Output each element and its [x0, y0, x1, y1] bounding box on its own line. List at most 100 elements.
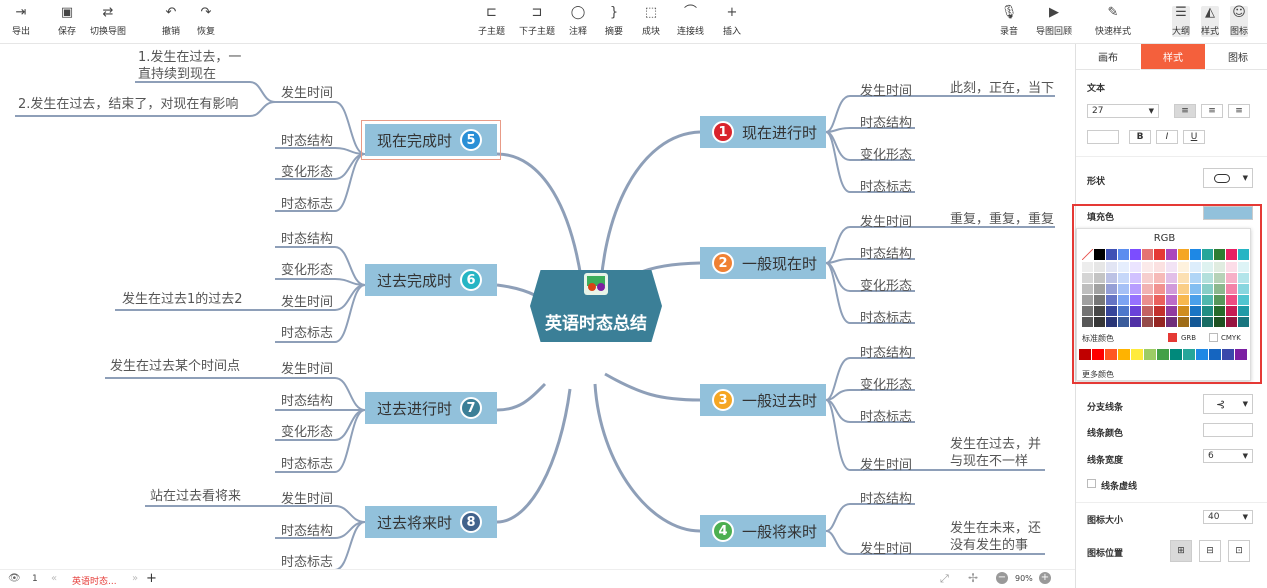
color-swatch[interactable] — [1190, 284, 1201, 294]
color-swatch[interactable] — [1238, 295, 1249, 305]
color-swatch[interactable] — [1094, 249, 1105, 260]
color-swatch[interactable] — [1178, 317, 1189, 327]
toolbar-button-replay[interactable]: ▶导图回顾 — [1036, 6, 1072, 38]
subtopic[interactable]: 时态标志 — [281, 555, 334, 570]
locate-icon[interactable]: ✢ — [968, 571, 979, 585]
color-swatch[interactable] — [1094, 262, 1105, 272]
line-width-select[interactable]: 6▼ — [1203, 449, 1253, 463]
document-tab[interactable]: 英语时态... — [72, 577, 117, 587]
color-swatch[interactable] — [1142, 306, 1153, 316]
color-swatch[interactable] — [1202, 273, 1213, 283]
tab-next-icon[interactable]: » — [132, 573, 139, 584]
color-swatch[interactable] — [1214, 306, 1225, 316]
color-swatch[interactable] — [1142, 317, 1153, 327]
color-swatch[interactable] — [1238, 249, 1249, 260]
icon-position-right-button[interactable]: ⊡ — [1228, 540, 1250, 562]
color-swatch[interactable] — [1142, 249, 1153, 260]
color-swatch[interactable] — [1238, 262, 1249, 272]
standard-color-swatch[interactable] — [1235, 349, 1247, 360]
subtopic[interactable]: 发生时间 — [860, 458, 913, 473]
color-swatch[interactable] — [1130, 284, 1141, 294]
color-swatch[interactable] — [1130, 317, 1141, 327]
subtopic[interactable]: 发生时间 — [281, 295, 334, 310]
subtopic[interactable]: 时态结构 — [281, 134, 334, 149]
color-swatch[interactable] — [1154, 249, 1165, 260]
color-swatch[interactable] — [1142, 284, 1153, 294]
toolbar-button-switch-map[interactable]: ⇄切换导图 — [90, 6, 126, 38]
zoom-out-icon[interactable]: − — [996, 572, 1008, 584]
subtopic[interactable]: 时态结构 — [281, 394, 334, 409]
color-swatch[interactable] — [1214, 295, 1225, 305]
toolbar-button-outline[interactable]: ☰大纲 — [1172, 6, 1191, 37]
color-swatch[interactable] — [1154, 284, 1165, 294]
toolbar-button-emoji[interactable]: ☺图标 — [1230, 6, 1249, 37]
color-swatch[interactable] — [1166, 249, 1177, 260]
subtopic[interactable]: 发生时间 — [860, 542, 913, 557]
subtopic[interactable]: 时态结构 — [281, 232, 334, 247]
toolbar-button-summary[interactable]: }摘要 — [605, 6, 623, 38]
color-swatch[interactable] — [1142, 273, 1153, 283]
toolbar-button-connect-line[interactable]: ⌒连接线 — [677, 6, 704, 38]
eye-icon[interactable]: 👁 — [8, 573, 21, 584]
color-swatch[interactable] — [1118, 249, 1129, 260]
color-swatch[interactable] — [1106, 295, 1117, 305]
color-swatch[interactable] — [1130, 262, 1141, 272]
color-swatch[interactable] — [1142, 295, 1153, 305]
color-swatch[interactable] — [1130, 306, 1141, 316]
color-swatch[interactable] — [1106, 306, 1117, 316]
subtopic[interactable]: 变化形态 — [860, 378, 913, 393]
tab-icons[interactable]: 图标 — [1206, 44, 1267, 70]
color-swatch[interactable] — [1202, 295, 1213, 305]
detail-topic[interactable]: 发生在过去，并与现在不一样 — [950, 437, 1042, 469]
subtopic[interactable]: 变化形态 — [281, 165, 334, 180]
color-swatch[interactable] — [1202, 249, 1213, 260]
icon-position-left-button[interactable]: ⊞ — [1170, 540, 1192, 562]
standard-color-swatch[interactable] — [1157, 349, 1169, 360]
italic-button[interactable]: I — [1156, 130, 1178, 144]
align-center-button[interactable]: ≡ — [1201, 104, 1223, 118]
color-swatch[interactable] — [1190, 273, 1201, 283]
subtopic[interactable]: 发生时间 — [281, 362, 334, 377]
color-swatch[interactable] — [1166, 317, 1177, 327]
color-swatch[interactable] — [1226, 262, 1237, 272]
color-swatch[interactable] — [1118, 317, 1129, 327]
align-left-button[interactable]: ≡ — [1174, 104, 1196, 118]
color-swatch[interactable] — [1130, 273, 1141, 283]
color-swatch[interactable] — [1106, 284, 1117, 294]
detail-topic[interactable]: 发生在过去某个时间点 — [110, 359, 241, 374]
color-swatch[interactable] — [1154, 262, 1165, 272]
color-swatch[interactable] — [1094, 295, 1105, 305]
branch-line-select[interactable]: ⊰▼ — [1203, 394, 1253, 414]
standard-color-swatch[interactable] — [1131, 349, 1143, 360]
subtopic[interactable]: 时态结构 — [860, 346, 913, 361]
subtopic[interactable]: 时态结构 — [860, 247, 913, 262]
color-swatch[interactable] — [1154, 273, 1165, 283]
detail-topic[interactable]: 发生在过去1的过去2 — [122, 292, 243, 307]
color-swatch[interactable] — [1154, 306, 1165, 316]
subtopic[interactable]: 变化形态 — [860, 148, 913, 163]
no-color-swatch[interactable] — [1082, 249, 1093, 260]
tab-prev-icon[interactable]: « — [51, 573, 58, 584]
color-swatch[interactable] — [1082, 317, 1093, 327]
color-swatch[interactable] — [1190, 295, 1201, 305]
color-swatch[interactable] — [1166, 295, 1177, 305]
toolbar-button-sub-subtopic[interactable]: ⊐下子主题 — [519, 6, 555, 38]
color-swatch[interactable] — [1190, 306, 1201, 316]
detail-topic[interactable]: 1.发生在过去，一直持续到现在 — [138, 50, 242, 82]
grb-checkbox[interactable] — [1168, 333, 1177, 342]
color-swatch[interactable] — [1202, 284, 1213, 294]
toolbar-button-save[interactable]: ▣保存 — [58, 6, 76, 38]
subtopic[interactable]: 时态结构 — [860, 492, 913, 507]
color-swatch[interactable] — [1238, 273, 1249, 283]
color-swatch[interactable] — [1094, 317, 1105, 327]
more-colors-link[interactable]: 更多颜色 — [1082, 370, 1114, 379]
color-swatch[interactable] — [1082, 273, 1093, 283]
color-swatch[interactable] — [1106, 273, 1117, 283]
color-swatch[interactable] — [1178, 306, 1189, 316]
subtopic[interactable]: 时态标志 — [860, 410, 913, 425]
